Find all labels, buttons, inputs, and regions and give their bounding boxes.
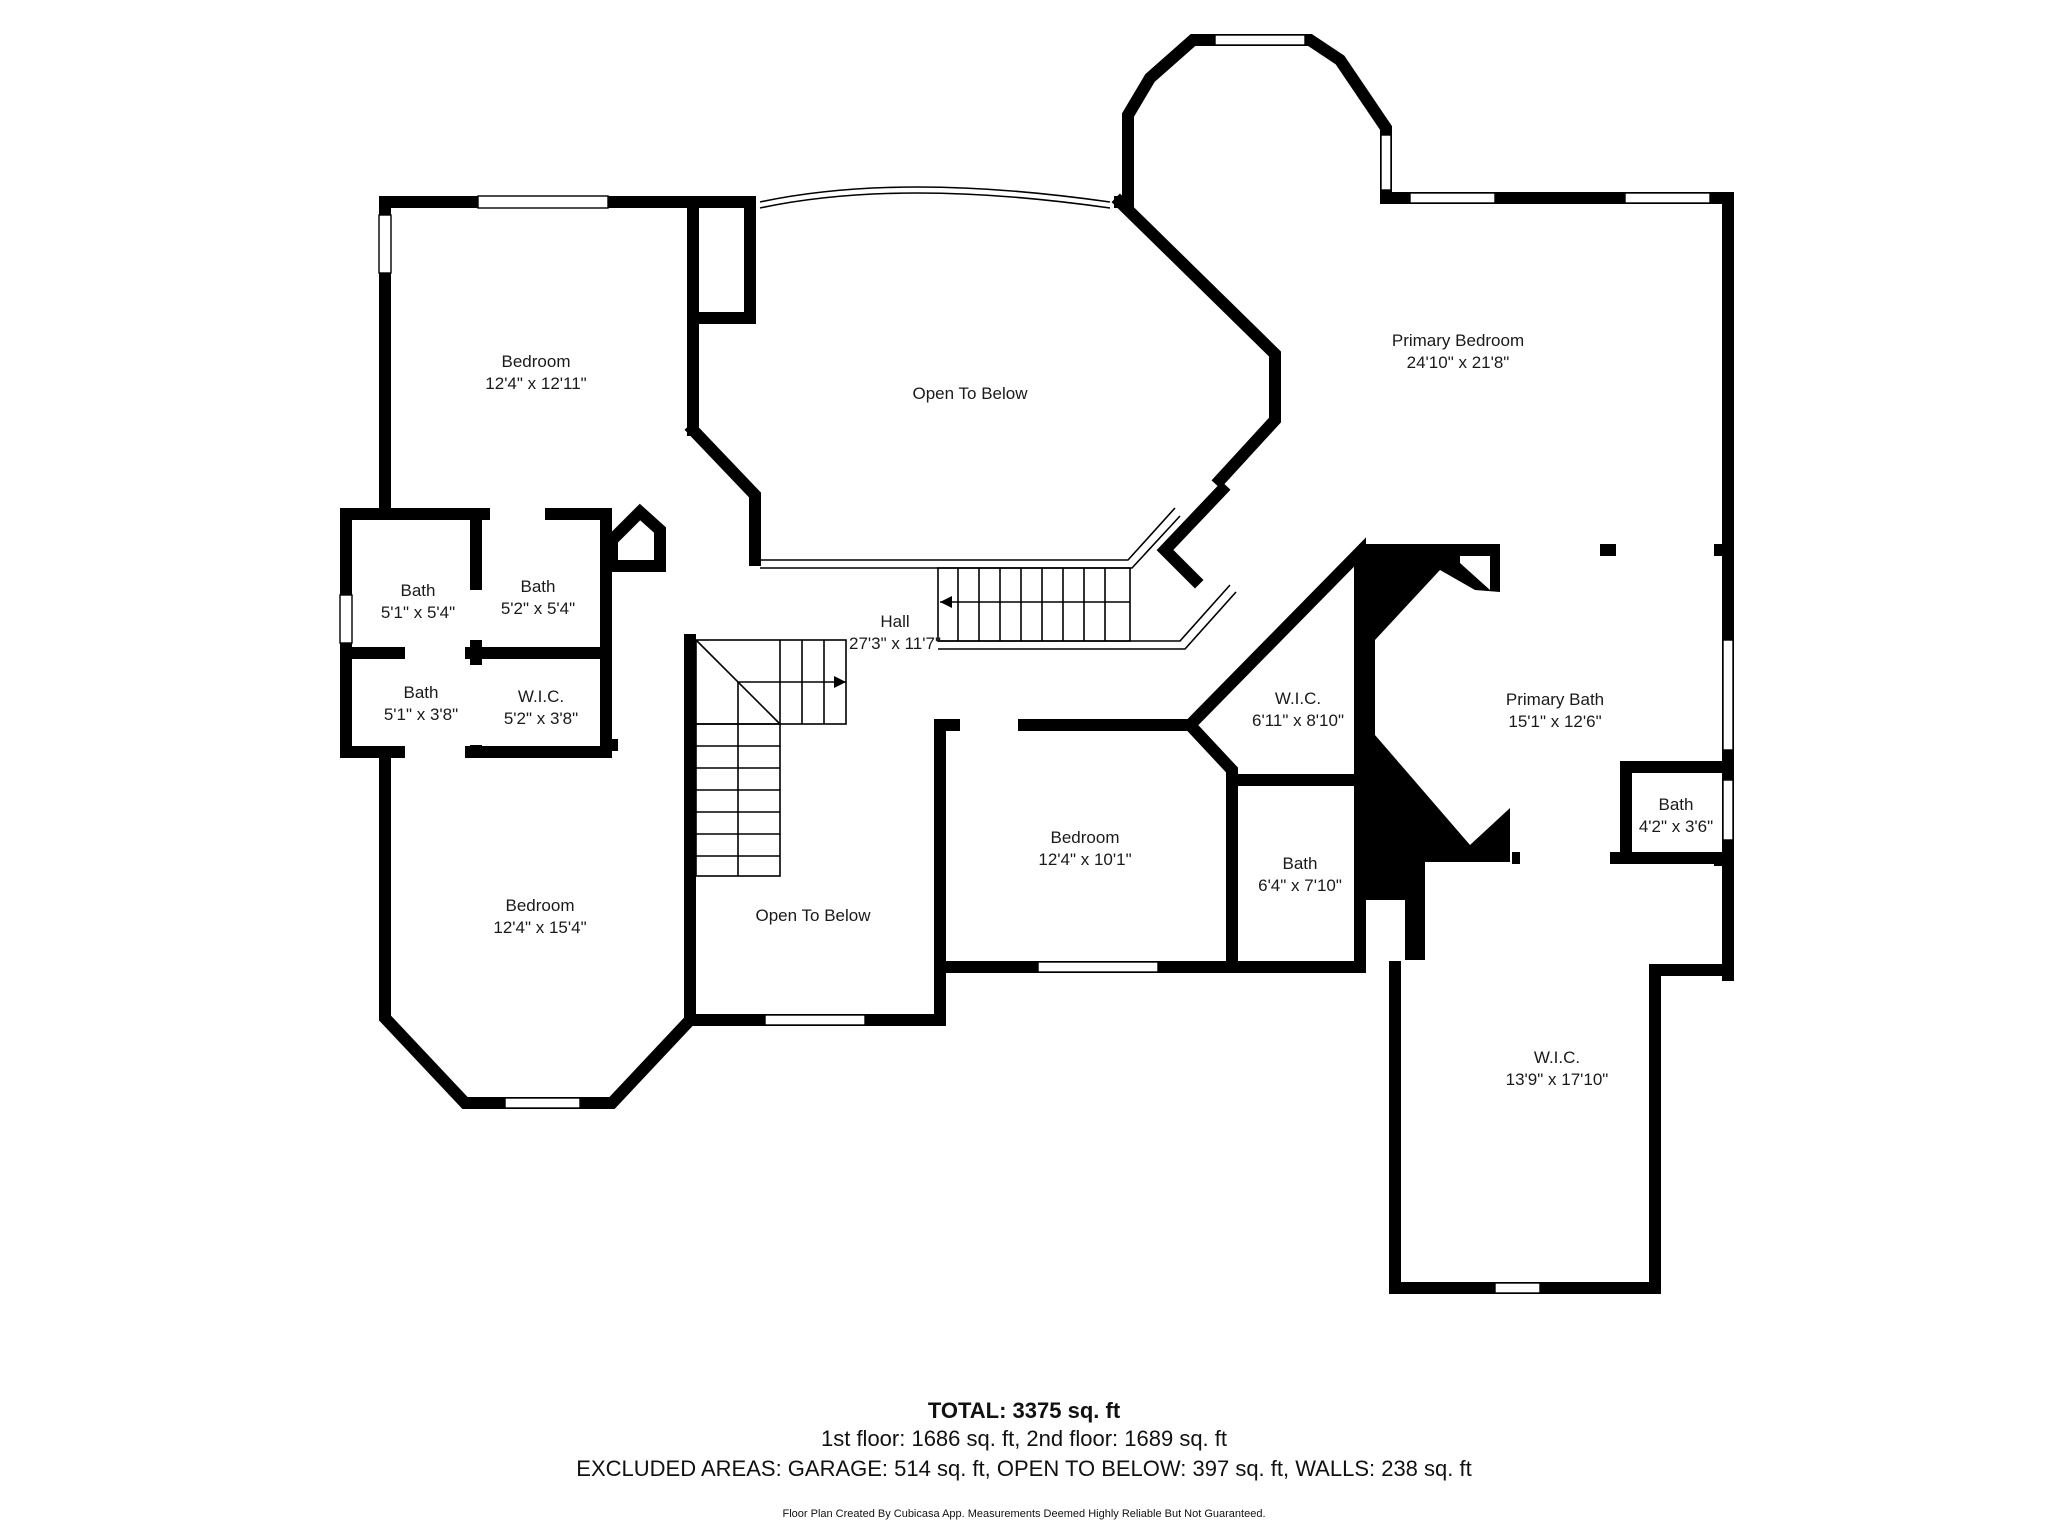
room-size: 27'3" x 11'7" [849,634,941,653]
room-size: 12'4" x 12'11" [485,374,587,393]
room-label-bath-5: Bath 6'4" x 7'10" [1258,853,1342,897]
credit-note: Floor Plan Created By Cubicasa App. Meas… [782,1508,1266,1520]
room-name: W.I.C. [1533,1048,1581,1067]
room-name: Primary Bedroom [1391,331,1525,350]
room-label-bedroom-2: Bedroom 12'4" x 10'1" [1038,827,1131,871]
room-name: W.I.C. [517,687,565,706]
room-size: 13'9" x 17'10" [1505,1070,1609,1089]
windows [339,34,1734,1294]
room-name: Bedroom [1050,828,1120,847]
room-size: 5'2" x 5'4" [500,599,576,618]
room-size: 6'11" x 8'10" [1252,711,1344,730]
room-size: 15'1" x 12'6" [1508,712,1602,731]
room-label-hall: Hall 27'3" x 11'7" [849,611,941,655]
total-area: TOTAL: 3375 sq. ft [927,1398,1121,1423]
room-label-bath-1: Bath 5'1" x 5'4" [381,580,455,624]
room-name: Open To Below [755,906,871,925]
excluded-areas: EXCLUDED AREAS: GARAGE: 514 sq. ft, OPEN… [576,1456,1472,1481]
room-size: 5'1" x 5'4" [380,603,456,622]
room-label-wic-1: W.I.C. 5'2" x 3'8" [504,686,578,730]
room-name: Primary Bath [1505,690,1605,709]
room-size: 6'4" x 7'10" [1258,876,1342,895]
room-name: Hall [880,612,910,631]
room-label-bedroom-1: Bedroom 12'4" x 12'11" [485,351,586,395]
structural-block [1355,550,1510,960]
room-size: 4'2" x 3'6" [1638,817,1714,836]
room-name: Bath [400,581,436,600]
room-label-bath-2: Bath 5'2" x 5'4" [501,576,575,620]
room-name: Bedroom [501,352,571,371]
room-label-open-to-below-2: Open To Below [756,905,871,927]
room-size: 5'1" x 3'8" [383,705,459,724]
room-name: Bath [1658,795,1694,814]
room-size: 12'4" x 15'4" [493,918,587,937]
room-size: 12'4" x 10'1" [1038,850,1132,869]
room-size: 5'2" x 3'8" [503,709,579,728]
room-size: 24'10" x 21'8" [1406,353,1510,372]
room-name: Bath [520,577,556,596]
room-label-bedroom-3: Bedroom 12'4" x 15'4" [493,895,586,939]
room-label-primary-bedroom: Primary Bedroom 24'10" x 21'8" [1392,330,1524,374]
room-name: Bath [1282,854,1318,873]
stair-treads [940,568,1130,641]
stair-treads-lower [696,640,846,876]
room-name: W.I.C. [1274,689,1322,708]
doorways [405,507,1610,865]
room-name: Bath [403,683,439,702]
room-name: Bedroom [505,896,575,915]
room-label-wic-2: W.I.C. 6'11" x 8'10" [1252,688,1344,732]
room-label-primary-bath: Primary Bath 15'1" x 12'6" [1506,689,1604,733]
room-label-bath-3: Bath 5'1" x 3'8" [384,682,458,726]
room-name: Open To Below [912,384,1028,403]
room-label-wic-3: W.I.C. 13'9" x 17'10" [1506,1047,1609,1091]
room-label-open-to-below-1: Open To Below [913,383,1028,405]
floor-areas: 1st floor: 1686 sq. ft, 2nd floor: 1689 … [820,1426,1228,1451]
room-label-bath-4: Bath 4'2" x 3'6" [1639,794,1713,838]
